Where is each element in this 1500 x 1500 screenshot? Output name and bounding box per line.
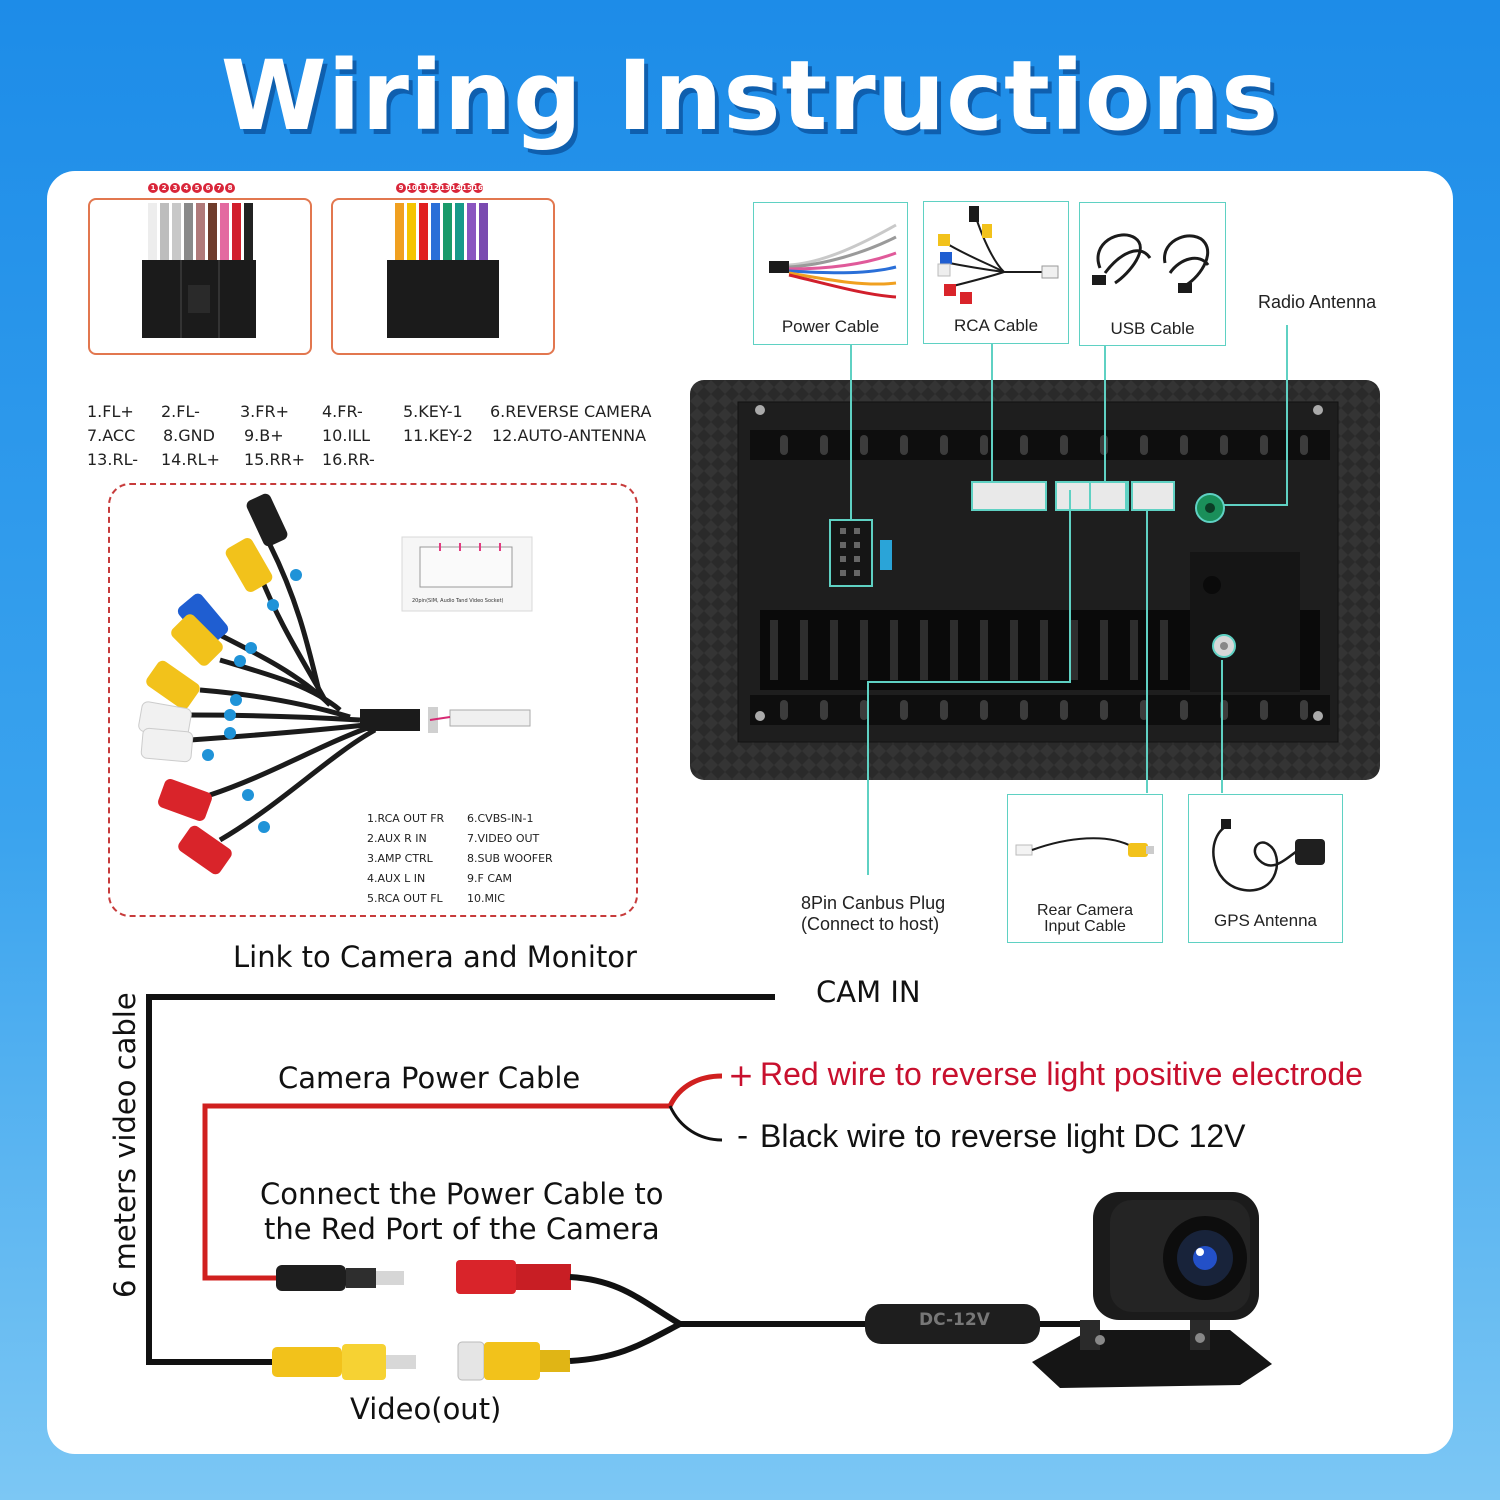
pin-legend-item: 15.RR+: [244, 450, 306, 469]
power-cable-part: Power Cable: [753, 202, 908, 345]
pin-legend-item: 16.RR-: [322, 450, 375, 469]
pin-badge: 3: [170, 183, 180, 193]
connector-a-image: [142, 203, 256, 338]
pin-badge: 4: [181, 183, 191, 193]
rear-camera-label-line1: Rear Camera: [1036, 902, 1134, 919]
canbus-label-line2: (Connect to host): [801, 914, 940, 934]
page-title: Wiring Instructions: [220, 40, 1280, 152]
radio-antenna-label: Radio Antenna: [1258, 292, 1377, 312]
pin-legend-item: 3.FR+: [240, 402, 289, 421]
gps-antenna-part: GPS Antenna: [1188, 794, 1343, 943]
usb-cable-label: USB Cable: [1110, 319, 1195, 338]
black-wire-label: Black wire to reverse light DC 12V: [760, 1118, 1246, 1154]
dc-label: DC-12V: [919, 1310, 990, 1330]
pin-badge: 13: [440, 183, 450, 193]
pin-badge: 9: [396, 183, 406, 193]
canbus-label-line1: 8Pin Canbus Plug: [801, 893, 946, 913]
pin-badge: 5: [192, 183, 202, 193]
rca-legend-item: 4.AUX L IN: [367, 872, 426, 885]
power-cable-image: [769, 223, 897, 299]
link-label: Link to Camera and Monitor: [233, 940, 637, 974]
connector-a-box: [88, 198, 312, 355]
rca-legend-item: 6.CVBS-IN-1: [467, 812, 534, 825]
gps-antenna-image: [1212, 819, 1325, 892]
pin-badge: 11: [418, 183, 428, 193]
red-wire-label: Red wire to reverse light positive elect…: [760, 1056, 1363, 1092]
rca-legend-item: 1.RCA OUT FR: [367, 812, 445, 825]
red-plus-sign: +: [728, 1058, 754, 1094]
rear-camera-cable-image: [1015, 837, 1154, 857]
connect-label-line1: Connect the Power Cable to: [260, 1177, 664, 1211]
pin-numbers-a: 1 2 3 4 5 6 7 8: [148, 183, 235, 193]
pin-badge: 7: [214, 183, 224, 193]
pin-badge: 6: [203, 183, 213, 193]
rca-legend-item: 3.AMP CTRL: [367, 852, 433, 865]
rear-camera-cable-part: Rear Camera Input Cable: [1007, 794, 1163, 943]
usb-cable-image: [1092, 233, 1210, 293]
gps-antenna-label: GPS Antenna: [1213, 911, 1318, 930]
power-cable-label: Power Cable: [781, 317, 880, 336]
rca-legend-item: 9.F CAM: [467, 872, 513, 885]
pin-badge: 8: [225, 183, 235, 193]
camera-power-cable-label: Camera Power Cable: [278, 1061, 581, 1095]
connect-label-line2: the Red Port of the Camera: [264, 1212, 660, 1246]
rca-cable-image: [937, 206, 1059, 304]
rca-legend-item: 5.RCA OUT FL: [367, 892, 443, 905]
rca-harness-image: [138, 493, 533, 875]
rca-cable-part: RCA Cable: [923, 201, 1069, 344]
pin-badge: 1: [148, 183, 158, 193]
connector-b-image: [387, 203, 499, 338]
rca-legend-item: 2.AUX R IN: [367, 832, 427, 845]
rca-cable-panel: [108, 483, 638, 917]
pin-badge: 12: [429, 183, 439, 193]
pin-legend-item: 5.KEY-1: [403, 402, 463, 421]
rca-legend-item: 10.MIC: [467, 892, 505, 905]
pin-legend-item: 13.RL-: [87, 450, 138, 469]
rear-camera-label-line2: Input Cable: [1044, 918, 1126, 935]
rca-legend-item: 7.VIDEO OUT: [467, 832, 540, 845]
pin-badge: 16: [473, 183, 483, 193]
cam-in-label: CAM IN: [816, 975, 921, 1009]
rca-socket-label: 20pin(SIM, Audio Tand Video Socket): [412, 598, 504, 604]
usb-cable-part: USB Cable: [1079, 202, 1226, 346]
pin-legend-item: 14.RL+: [161, 450, 220, 469]
black-minus-sign: -: [737, 1118, 749, 1154]
pin-badge: 2: [159, 183, 169, 193]
pin-badge: 10: [407, 183, 417, 193]
video-cable-label: 6 meters video cable: [108, 992, 142, 1298]
rca-cable-label: RCA Cable: [953, 316, 1039, 335]
pin-badge: 15: [462, 183, 472, 193]
pin-legend-item: 9.B+: [244, 426, 284, 445]
pin-legend-item: 6.REVERSE CAMERA: [490, 402, 652, 421]
pin-legend-item: 12.AUTO-ANTENNA: [492, 426, 647, 445]
pin-badge: 14: [451, 183, 461, 193]
pin-legend-item: 11.KEY-2: [403, 426, 473, 445]
pin-legend-item: 4.FR-: [322, 402, 363, 421]
pin-legend-item: 8.GND: [163, 426, 215, 445]
pin-numbers-b: 9 10 11 12 13 14 15 16: [396, 183, 483, 193]
pin-legend-item: 1.FL+: [87, 402, 134, 421]
video-out-label: Video(out): [350, 1392, 502, 1426]
pin-legend-item: 10.ILL: [322, 426, 370, 445]
rca-legend-item: 8.SUB WOOFER: [467, 852, 553, 865]
pin-legend-item: 7.ACC: [87, 426, 136, 445]
head-unit-back: [690, 380, 1380, 780]
connector-b-box: [331, 198, 555, 355]
pin-legend-item: 2.FL-: [161, 402, 200, 421]
